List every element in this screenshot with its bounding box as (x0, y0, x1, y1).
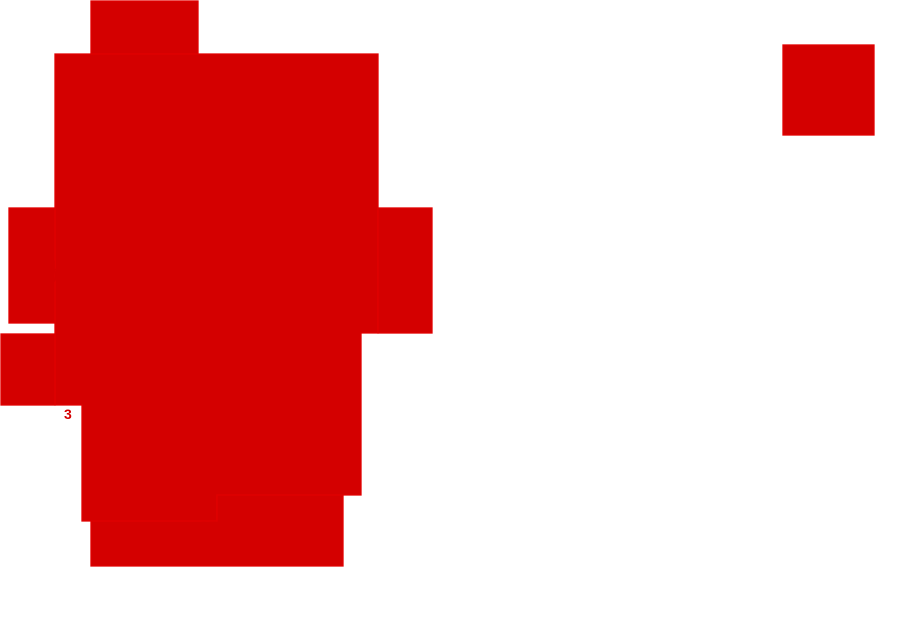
dim-main-right: 31 (357, 184, 373, 200)
bottom-porch-area: (182 sf) (198, 532, 247, 548)
bsmt-area: (1,414 sf) (805, 92, 866, 108)
bottom-porch-outline (90, 494, 344, 567)
dim-main-bottom-left: 15 (139, 503, 155, 519)
dim-left-porch-right: 8 (43, 360, 51, 376)
dim-bottom-porch-left-top: 14 (144, 523, 160, 539)
bottom-porch-name: OPS (198, 518, 228, 534)
bsmt-outline (782, 44, 875, 136)
dimension-labels: 12 6 6 12 4 32 30 31 6 6 2 5 5 6 8 8 9 6… (3, 2, 409, 564)
area-labels: CNPAT (72 sf) BSMT (1,414 sf) A03A A03A … (12, 14, 866, 548)
dim-left-porch-left: 8 (3, 360, 11, 376)
dim-main-top-left: 4 (68, 55, 76, 71)
dim-cnpat-bottom: 12 (138, 36, 154, 52)
right-addition-outline (377, 207, 433, 334)
dim-left-add-bottom: 5 (28, 305, 36, 321)
dim-cnpat-right: 6 (187, 18, 195, 34)
dim-bottom-porch-right: 8 (331, 522, 339, 538)
dim-cnpat-left: 6 (93, 18, 101, 34)
main-area: (1,743 sf) (193, 303, 254, 319)
left-addition-outline (8, 207, 56, 324)
left-porch-area: (48 sf) (12, 370, 53, 386)
dim-bottom-porch-left: 5 (93, 535, 101, 551)
dim-bottom-porch-step-a: 3 (205, 499, 213, 515)
right-addition-name: A03A (390, 250, 426, 266)
right-addition-overlap-2: A03A (390, 263, 426, 279)
dim-right-add-bottom: 6 (401, 314, 409, 330)
dim-bottom-porch-step-b: 3 (219, 499, 227, 515)
main-label-1: A03A (193, 261, 229, 277)
left-addition-overlap: 13 P31 (13, 257, 58, 273)
cnpat-outline (90, 0, 199, 55)
dim-right-add-top: 6 (401, 208, 409, 224)
cnpat-name: CNPAT (126, 14, 173, 30)
dim-main-right-lower: 18 (339, 405, 355, 421)
dim-left-add-top: 5 (28, 208, 36, 224)
bsmt-name: BSMT (805, 78, 845, 94)
sketch-outlines (0, 0, 875, 567)
dim-bottom-porch-top: 14 (271, 496, 287, 512)
left-addition-name: A03A (16, 252, 52, 268)
dim-main-jog: 2 (365, 315, 373, 331)
dim-main-left-lower: 13 (84, 454, 100, 470)
cnpat-area: (72 sf) (126, 28, 167, 44)
dim-main-left: 30 (58, 180, 74, 196)
right-addition-area: (84 sf) (390, 278, 431, 294)
dim-bottom-porch-bottom: 28 (207, 548, 223, 564)
dim-main-step: 3 (64, 406, 72, 422)
main-label-3: PBM (193, 289, 224, 305)
dim-left-porch-bottom: 6 (23, 386, 31, 402)
main-label-2: A03A (193, 275, 229, 291)
dim-left-porch-side: 9 (57, 355, 65, 371)
dim-left-porch-top: 6 (23, 334, 31, 350)
dim-main-bottom-right: 16 (279, 476, 295, 492)
dim-main-top: 32 (225, 55, 241, 71)
right-addition-overlap-1: 14 (380, 261, 396, 277)
left-porch-name: OPS (12, 356, 42, 372)
left-addition-area: (65 sf) (16, 266, 57, 282)
left-porch-outline (0, 333, 56, 406)
dim-cnpat-top: 12 (136, 2, 152, 18)
